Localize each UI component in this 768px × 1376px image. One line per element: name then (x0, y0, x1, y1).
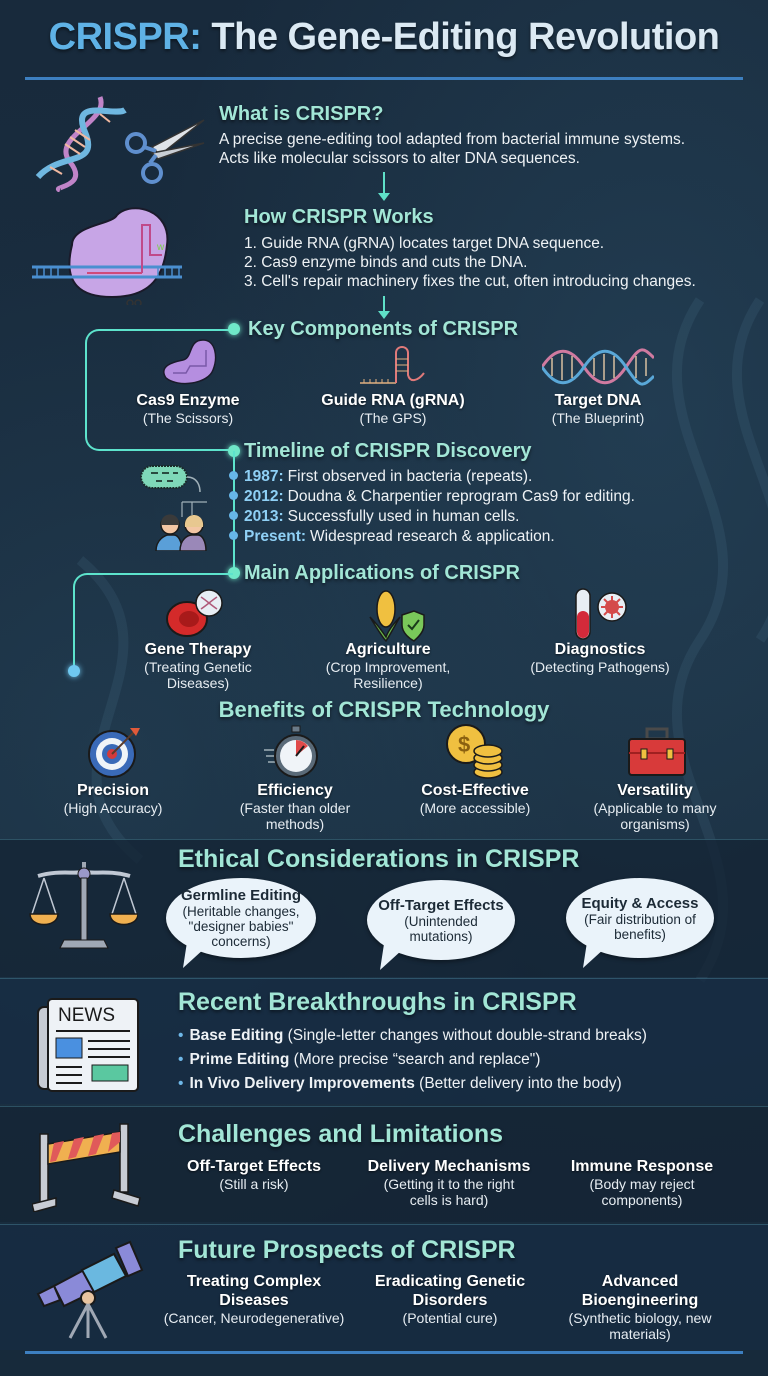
timeline-node (229, 491, 238, 500)
svg-text:$: $ (458, 732, 470, 757)
benefit-item: Versatility (Applicable to many organism… (593, 782, 717, 832)
component-item: Guide RNA (gRNA) (The GPS) (321, 392, 465, 426)
application-item: Diagnostics (Detecting Pathogens) (530, 641, 670, 675)
scales-icon (29, 862, 138, 949)
page-title: CRISPR: The Gene-Editing Revolution (48, 16, 720, 58)
svg-text:NEWS: NEWS (58, 1005, 115, 1026)
test-tube-virus-icon (575, 588, 627, 640)
ethics-heading: Ethical Considerations in CRISPR (178, 845, 580, 873)
cas9-complex-icon: w (32, 207, 182, 305)
how-works-steps: 1. Guide RNA (gRNA) locates target DNA s… (244, 234, 696, 291)
application-item: Agriculture (Crop Improvement, Resilienc… (325, 641, 451, 691)
svg-text:w: w (156, 242, 165, 253)
connector-node (68, 665, 80, 677)
breakthroughs-list: •Base Editing (Single-letter changes wit… (178, 1024, 647, 1096)
challenge-item: Immune Response (Body may reject compone… (570, 1158, 714, 1208)
timeline-node (229, 471, 238, 480)
timeline-entry: 1987:First observed in bacteria (repeats… (244, 468, 533, 485)
list-item: •Prime Editing (More precise “search and… (178, 1051, 541, 1068)
connector-node (228, 323, 240, 335)
corn-shield-icon (369, 590, 425, 642)
component-item: Target DNA (The Blueprint) (551, 392, 645, 426)
benefit-item: Efficiency (Faster than older methods) (239, 782, 351, 832)
toolbox-icon (628, 727, 686, 776)
telescope-icon (36, 1240, 144, 1339)
application-item: Gene Therapy (Treating Genetic Diseases) (144, 641, 252, 691)
step: 3. Cell's repair machinery fixes the cut… (244, 273, 696, 290)
scissors-icon (125, 119, 205, 184)
timeline-heading: Timeline of CRISPR Discovery (244, 440, 532, 462)
future-item: Treating Complex Diseases (Cancer, Neuro… (163, 1273, 345, 1326)
title-divider (25, 77, 743, 80)
step: 1. Guide RNA (gRNA) locates target DNA s… (244, 235, 605, 252)
timeline-entry: 2013:Successfully used in human cells. (244, 508, 520, 525)
future-heading: Future Prospects of CRISPR (178, 1236, 516, 1264)
future-item: Advanced Bioengineering (Synthetic biolo… (568, 1273, 712, 1342)
flow-arrow-down (378, 296, 390, 319)
list-item: •Base Editing (Single-letter changes wit… (178, 1027, 647, 1044)
barrier-icon (32, 1123, 141, 1212)
bubble-tail (183, 942, 205, 968)
scientists-icon (155, 501, 207, 551)
coins-icon: $ (446, 724, 503, 779)
how-works-heading: How CRISPR Works (244, 206, 434, 228)
bubble-tail (380, 944, 402, 970)
breakthroughs-heading: Recent Breakthroughs in CRISPR (178, 988, 577, 1016)
challenge-item: Delivery Mechanisms (Getting it to the r… (367, 1158, 531, 1208)
bacteria-icon (140, 465, 201, 493)
grna-icon (360, 346, 425, 384)
bubble-tail (583, 942, 605, 968)
challenge-item: Off-Target Effects (Still a risk) (187, 1158, 321, 1192)
footer-divider (25, 1351, 743, 1354)
timeline-entry: 2012:Doudna & Charpentier reprogram Cas9… (244, 488, 635, 505)
benefits-heading: Benefits of CRISPR Technology (218, 697, 550, 722)
newspaper-icon: NEWS (37, 998, 139, 1092)
timeline-node (229, 511, 238, 520)
step: 2. Cas9 enzyme binds and cuts the DNA. (244, 254, 528, 271)
list-item: •In Vivo Delivery Improvements (Better d… (178, 1075, 622, 1092)
timeline-node (229, 531, 238, 540)
blood-cell-icon (166, 589, 223, 637)
timeline-entries: 1987:First observed in bacteria (repeats… (244, 467, 635, 547)
what-is-description: A precise gene-editing tool adapted from… (219, 131, 686, 167)
dna-helix-icon (542, 348, 654, 386)
benefit-item: Precision (High Accuracy) (63, 782, 163, 816)
dna-icon (35, 96, 127, 192)
stopwatch-icon (264, 725, 318, 778)
what-is-heading: What is CRISPR? (219, 103, 384, 125)
cas9-icon (163, 339, 217, 385)
connector-line (85, 329, 233, 451)
challenges-heading: Challenges and Limitations (178, 1120, 504, 1148)
components-heading: Key Components of CRISPR (248, 318, 519, 340)
timeline-entry: Present:Widespread research & applicatio… (244, 528, 555, 545)
benefit-item: Cost-Effective (More accessible) (419, 782, 531, 816)
future-item: Eradicating Genetic Disorders (Potential… (374, 1273, 526, 1326)
target-icon (88, 728, 140, 778)
applications-heading: Main Applications of CRISPR (244, 562, 520, 584)
component-item: Cas9 Enzyme (The Scissors) (136, 392, 240, 426)
flow-arrow-down (378, 172, 390, 201)
connector-line (73, 573, 233, 669)
